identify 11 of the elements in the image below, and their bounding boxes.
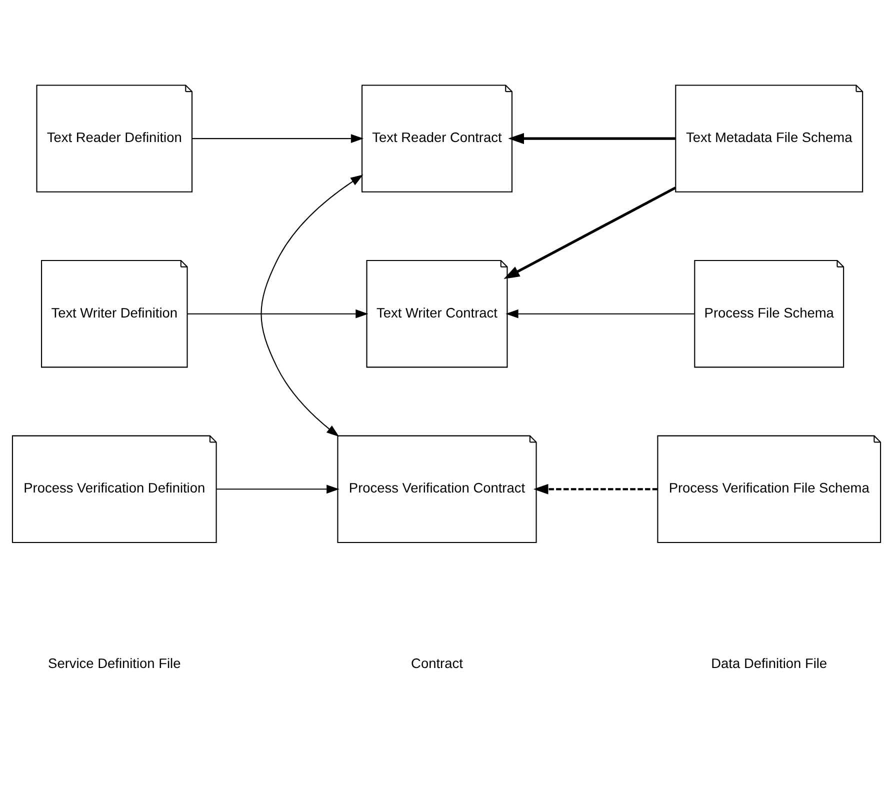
- arrow: [192, 134, 364, 143]
- arrow: [508, 133, 676, 144]
- label: Data Definition File: [711, 656, 828, 672]
- arrow: [260, 174, 364, 437]
- arrow: [187, 309, 368, 318]
- label: Contract: [411, 656, 463, 672]
- arrow: [504, 186, 676, 279]
- arrow: [216, 484, 340, 494]
- label: Service Definition File: [48, 656, 181, 672]
- arrow: [533, 484, 658, 494]
- arrow: [506, 309, 694, 318]
